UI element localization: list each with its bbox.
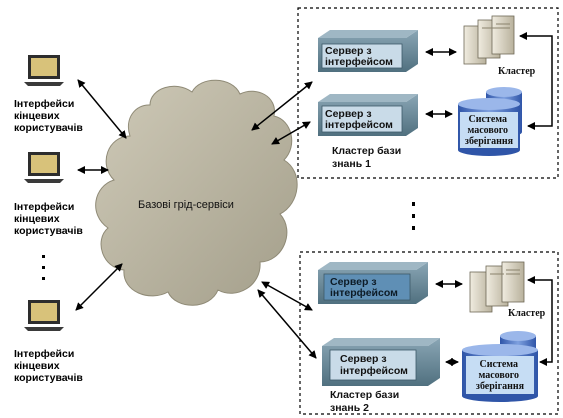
user-interface-label: Інтерфейси кінцевих користувачів: [14, 98, 83, 134]
storage-label-line: Система: [479, 359, 518, 370]
svg-text:Кластер бази знань 1: Кластер бази знань 1: [332, 145, 404, 170]
svg-text:Система масового: Система масового зберігання: [465, 114, 514, 147]
arrow-cloud-server-1a: [251, 81, 313, 131]
arrow-user3-cloud: [75, 263, 123, 311]
user-label-line: користувачів: [14, 122, 83, 134]
interface-server-bottom: Сервер з інтерфейсом: [322, 338, 440, 386]
storage-label-line: зберігання: [465, 136, 514, 147]
cluster-name-line: знань 1: [332, 158, 371, 170]
cluster-name-line: Кластер бази: [332, 145, 401, 157]
knowledge-cluster-2: Сервер з інтерфейсом Сервер з інтерфейсо…: [299, 251, 559, 415]
arrow-compute-storage: [527, 276, 553, 366]
laptop-icon: [24, 152, 64, 183]
storage-label-line: зберігання: [476, 381, 525, 392]
svg-text:Сервер з інтерфейсом: Сервер з інтерфейсом: [340, 353, 408, 377]
cluster-name-line: Кластер бази: [330, 389, 399, 401]
cloud-label: Базові грід-сервіси: [138, 199, 234, 211]
storage-label-line: масового: [478, 370, 519, 381]
clusters-ellipsis: [412, 202, 415, 230]
laptop-icon: [24, 300, 64, 331]
user-label-line: користувачів: [14, 225, 83, 237]
server-label-line: інтерфейсом: [340, 365, 408, 377]
cluster-name-line: знань 2: [330, 402, 369, 414]
user-interface-group-2: Інтерфейси кінцевих користувачів: [14, 152, 83, 237]
user-label-line: кінцевих: [14, 110, 60, 122]
server-label-line: Сервер з: [340, 353, 387, 365]
server-label-line: Сервер з: [330, 276, 377, 288]
server-label-line: інтерфейсом: [325, 119, 393, 131]
user-interface-label: Інтерфейси кінцевих користувачів: [14, 201, 83, 237]
svg-text:Сервер з інтерфейсом: Сервер з інтерфейсом: [325, 45, 393, 68]
interface-server-top: Сервер з інтерфейсом: [318, 30, 418, 72]
storage-label-line: Система: [468, 114, 507, 125]
cloud-shape: [95, 79, 298, 306]
user-label-line: користувачів: [14, 372, 83, 384]
svg-text:Сервер з інтерфейсом: Сервер з інтерфейсом: [325, 108, 393, 131]
user-label-line: Інтерфейси: [14, 201, 74, 213]
user-interface-label: Інтерфейси кінцевих користувачів: [14, 348, 83, 384]
svg-text:Кластер бази знань 2: Кластер бази знань 2: [330, 389, 402, 414]
user-label-line: Інтерфейси: [14, 348, 74, 360]
user-label-line: кінцевих: [14, 213, 60, 225]
compute-cluster-icon: [469, 261, 525, 313]
user-interface-group-1: Інтерфейси кінцевих користувачів: [14, 55, 83, 134]
user-label-line: кінцевих: [14, 360, 60, 372]
arrow-cloud-server-2b: [257, 289, 317, 359]
server-label-line: інтерфейсом: [330, 287, 398, 299]
knowledge-cluster-1: Сервер з інтерфейсом Сервер з інтерфейсо…: [297, 7, 559, 179]
server-label-line: Сервер з: [325, 45, 372, 57]
storage-label-line: масового: [467, 125, 508, 136]
compute-cluster-label: Кластер: [498, 66, 536, 77]
arrow-compute-storage: [519, 32, 553, 130]
arrow-user1-cloud: [77, 79, 127, 139]
compute-cluster-label: Кластер: [508, 308, 546, 319]
grid-services-cloud: Базові грід-сервіси: [95, 79, 298, 306]
server-label-line: Сервер з: [325, 108, 372, 120]
user-interface-group-3: Інтерфейси кінцевих користувачів: [14, 300, 83, 384]
arrow-cloud-server-1b: [271, 121, 311, 145]
server-label-line: інтерфейсом: [325, 56, 393, 68]
svg-text:Сервер з інтерфейсом: Сервер з інтерфейсом: [330, 276, 398, 299]
user-label-line: Інтерфейси: [14, 98, 74, 110]
arrow-cloud-server-2a: [261, 281, 313, 311]
compute-cluster-icon: [463, 15, 515, 65]
mass-storage-icon: Система масового зберігання: [462, 331, 538, 402]
interface-server-bottom: Сервер з інтерфейсом: [318, 94, 418, 136]
mass-storage-icon: Система масового зберігання: [458, 87, 522, 156]
laptop-icon: [24, 55, 64, 86]
interface-server-top: Сервер з інтерфейсом: [318, 262, 428, 304]
users-ellipsis: [42, 255, 45, 280]
svg-text:Система масового: Система масового зберігання: [476, 359, 525, 392]
